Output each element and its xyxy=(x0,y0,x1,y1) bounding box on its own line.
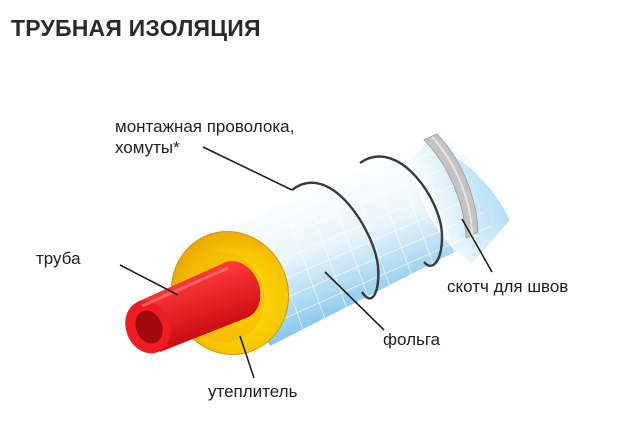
wire-ring-1 xyxy=(291,181,380,300)
page-title: ТРУБНАЯ ИЗОЛЯЦИЯ xyxy=(11,15,261,41)
label-seam-tape: скотч для швов xyxy=(447,277,569,296)
label-wire-line2: хомуты* xyxy=(115,138,180,157)
leader-foil xyxy=(324,271,385,331)
label-foil: фольга xyxy=(383,330,441,349)
tape-band xyxy=(423,133,479,239)
leader-pipe xyxy=(119,264,179,296)
label-pipe: труба xyxy=(36,249,81,268)
leader-tape xyxy=(461,218,493,273)
label-mounting-wire: монтажная проволока, хомуты* xyxy=(115,116,294,158)
wire-ring-2 xyxy=(359,155,444,267)
pipe-bore xyxy=(135,310,163,344)
leader-wire xyxy=(202,146,293,191)
seam-tape xyxy=(423,133,479,239)
label-wire-line1: монтажная проволока, xyxy=(115,117,295,136)
pipe xyxy=(125,261,261,354)
label-insulation: утеплитель xyxy=(208,382,298,401)
mounting-wire xyxy=(291,155,444,300)
leader-insulation xyxy=(239,335,255,379)
leader-lines xyxy=(119,146,493,379)
